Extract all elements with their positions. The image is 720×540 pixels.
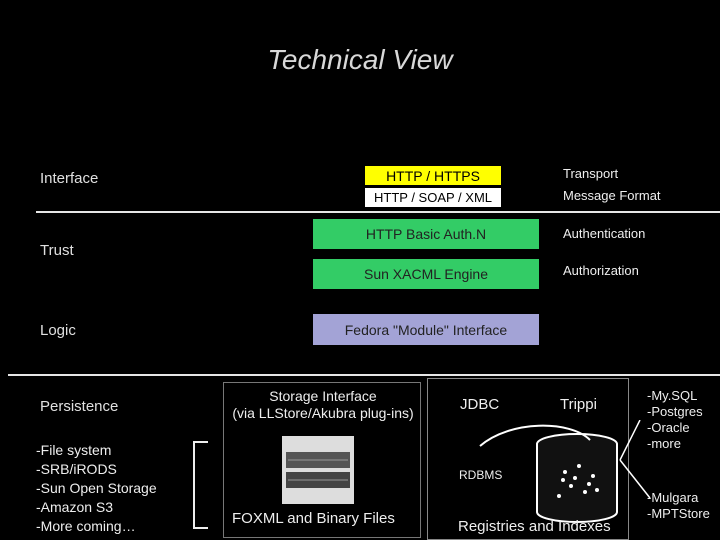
- http-https-box: HTTP / HTTPS: [365, 166, 501, 185]
- foxml-label: FOXML and Binary Files: [232, 510, 395, 527]
- transport-label: Transport: [563, 166, 619, 181]
- jdbc-label: JDBC: [460, 396, 500, 413]
- authentication-label: Authentication: [563, 226, 646, 241]
- basic-auth-box: HTTP Basic Auth.N: [313, 219, 539, 249]
- registries-label: Registries and Indexes: [458, 518, 611, 535]
- list-item: -more: [647, 436, 681, 451]
- rdbms-label: RDBMS: [459, 468, 503, 482]
- page-title: Technical View: [267, 44, 453, 75]
- list-item: -Postgres: [647, 404, 703, 419]
- list-item: -More coming…: [36, 518, 136, 534]
- list-item: -File system: [36, 442, 112, 458]
- divider-interface: [36, 211, 720, 213]
- message-format-label: Message Format: [563, 188, 661, 203]
- layer-interface-label: Interface: [40, 170, 99, 187]
- list-item: -Sun Open Storage: [36, 480, 157, 496]
- arrows-icon: [619, 420, 651, 499]
- database-options-list: -My.SQL -Postgres -Oracle -more: [647, 388, 703, 452]
- layer-trust-label: Trust: [40, 242, 74, 259]
- layer-logic-label: Logic: [40, 322, 76, 339]
- storage-interface-subtitle: (via LLStore/Akubra plug-ins): [232, 405, 414, 421]
- triplestore-cylinder-icon: [536, 433, 618, 523]
- storage-interface-title: Storage Interface: [269, 388, 377, 404]
- list-item: -MPTStore: [647, 506, 710, 521]
- list-item: -Amazon S3: [36, 499, 114, 515]
- bracket-icon: [193, 441, 208, 529]
- http-soap-xml-box: HTTP / SOAP / XML: [365, 188, 501, 207]
- list-item: -Oracle: [647, 420, 690, 435]
- xacml-engine-box: Sun XACML Engine: [313, 259, 539, 289]
- fedora-module-interface-box: Fedora "Module" Interface: [313, 314, 539, 345]
- list-item: -SRB/iRODS: [36, 461, 117, 477]
- layer-persistence-label: Persistence: [40, 398, 119, 415]
- authorization-label: Authorization: [563, 263, 639, 278]
- divider-logic: [8, 374, 720, 376]
- list-item: -Mulgara: [647, 490, 699, 505]
- storage-options-list: -File system -SRB/iRODS -Sun Open Storag…: [36, 441, 157, 536]
- trippi-label: Trippi: [560, 396, 597, 413]
- triplestore-options-list: -Mulgara -MPTStore: [647, 490, 710, 522]
- server-rack-icon: [282, 436, 354, 504]
- jdbc-connector-icon: [479, 424, 591, 447]
- storage-interface-box: Storage Interface (via LLStore/Akubra pl…: [226, 388, 420, 422]
- list-item: -My.SQL: [647, 388, 698, 403]
